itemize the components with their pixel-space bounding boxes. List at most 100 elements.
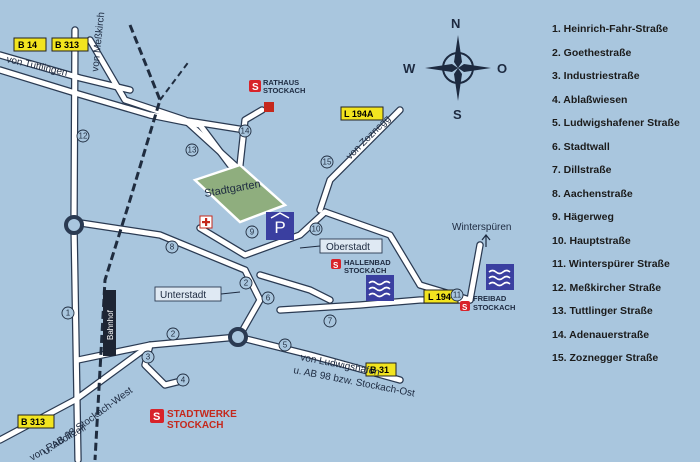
- rathaus-marker[interactable]: S RATHAUS STOCKACH: [249, 78, 305, 112]
- street-marker-15: 15: [320, 155, 334, 169]
- legend-item: 12. Meßkircher Straße: [552, 281, 662, 294]
- street-marker-12: 12: [76, 129, 90, 143]
- svg-text:7: 7: [328, 317, 333, 326]
- svg-text:Bahnhof: Bahnhof: [106, 309, 115, 340]
- svg-text:B 31: B 31: [370, 365, 389, 375]
- svg-text:HALLENBAD: HALLENBAD: [344, 258, 391, 267]
- route-badge-b313-bottom: B 313: [17, 414, 55, 429]
- svg-text:P: P: [274, 218, 285, 237]
- stockach-s-logo: [150, 409, 164, 423]
- hallenbad-marker[interactable]: S HALLENBAD STOCKACH: [331, 258, 394, 301]
- svg-text:9: 9: [250, 228, 255, 237]
- svg-text:S: S: [462, 303, 468, 312]
- svg-text:B 313: B 313: [21, 417, 45, 427]
- svg-text:15: 15: [323, 158, 332, 167]
- street-marker-11: 11: [450, 288, 464, 302]
- route-badge-l194a: L 194A: [340, 106, 384, 121]
- stockach-s-logo: [249, 80, 261, 92]
- route-badge-b313-top: B 313: [51, 37, 89, 52]
- svg-text:12: 12: [79, 132, 88, 141]
- legend-item: 7. Dillstraße: [552, 164, 612, 176]
- svg-text:STADTWERKE: STADTWERKE: [167, 409, 237, 420]
- svg-text:Unterstadt: Unterstadt: [160, 290, 206, 301]
- svg-text:FREIBAD: FREIBAD: [473, 294, 507, 303]
- road-network: [0, 26, 484, 462]
- legend-item: 1. Heinrich-Fahr-Straße: [552, 23, 669, 35]
- legend-item: 2. Goethestraße: [552, 46, 632, 59]
- svg-text:8: 8: [170, 243, 175, 252]
- street-marker-2a: 2: [239, 276, 253, 290]
- stadtgarten-park[interactable]: Stadtgarten: [192, 163, 288, 224]
- svg-text:L 194: L 194: [428, 292, 451, 302]
- railway: [93, 24, 191, 461]
- direction-winterspueren: Winterspüren: [452, 222, 511, 247]
- legend-item: 5. Ludwigshafener Straße: [552, 117, 680, 129]
- legend-item: 13. Tuttlinger Straße: [552, 305, 653, 317]
- legend-item: 11. Winterspürer Straße: [552, 258, 670, 270]
- svg-text:11: 11: [453, 291, 462, 300]
- direction-zoznegg: von Zoznegg: [344, 113, 393, 162]
- svg-text:5: 5: [283, 341, 288, 350]
- compass-rose: N W O S: [403, 16, 507, 122]
- route-badge-b31: B 31: [365, 362, 397, 377]
- legend-item: 14. Adenauerstraße: [552, 328, 650, 341]
- route-badge-b14: B 14: [13, 37, 47, 52]
- svg-text:L 194A: L 194A: [344, 109, 374, 119]
- compass-south: S: [453, 107, 462, 122]
- street-marker-2b: 2: [166, 327, 180, 341]
- parking-icon[interactable]: P: [266, 212, 294, 240]
- first-aid-icon: [199, 215, 213, 229]
- rathaus-label-line1: RATHAUS: [263, 78, 299, 87]
- svg-text:STOCKACH: STOCKACH: [167, 420, 223, 431]
- svg-text:STOCKACH: STOCKACH: [344, 266, 386, 275]
- legend-item: 4. Ablaßwiesen: [552, 93, 628, 106]
- street-markers: 1 2 2 3 4 5 6 7 8 9 10 11 12 13 14 15: [61, 124, 464, 387]
- roundabout-south: [228, 327, 248, 347]
- svg-text:STOCKACH: STOCKACH: [473, 303, 515, 312]
- compass-west: W: [403, 61, 416, 76]
- roundabout-west: [64, 215, 84, 235]
- svg-text:1: 1: [66, 309, 71, 318]
- legend-item: 9. Hägerweg: [552, 211, 614, 223]
- street-marker-14: 14: [238, 124, 252, 138]
- svg-text:10: 10: [312, 225, 321, 234]
- street-legend: 1. Heinrich-Fahr-Straße 2. Goethestraße …: [552, 21, 700, 374]
- svg-text:4: 4: [181, 376, 186, 385]
- street-marker-10: 10: [309, 222, 323, 236]
- street-marker-5: 5: [278, 338, 292, 352]
- legend-item: 10. Hauptstraße: [552, 234, 631, 247]
- bahnhof-marker[interactable]: Bahnhof: [103, 290, 116, 356]
- stadtwerke-marker[interactable]: S STADTWERKE STOCKACH: [150, 409, 237, 431]
- svg-text:B 14: B 14: [18, 40, 37, 50]
- svg-text:Winterspüren: Winterspüren: [452, 222, 511, 233]
- legend-item: 3. Industriestraße: [552, 70, 640, 82]
- street-marker-8: 8: [165, 240, 179, 254]
- street-marker-13: 13: [185, 143, 199, 157]
- legend-item: 6. Stadtwall: [552, 140, 610, 153]
- street-marker-3: 3: [141, 350, 155, 364]
- direction-stockach-west: u. AB 98 Stockach-West: [41, 385, 135, 457]
- svg-text:Oberstadt: Oberstadt: [326, 242, 370, 253]
- legend-item: 15. Zoznegger Straße: [552, 352, 659, 364]
- oberstadt-label[interactable]: Oberstadt: [299, 238, 383, 254]
- svg-text:14: 14: [241, 127, 250, 136]
- street-marker-9: 9: [245, 225, 259, 239]
- svg-text:S: S: [153, 411, 160, 423]
- rathaus-label-line2: STOCKACH: [263, 86, 305, 95]
- unterstadt-label[interactable]: Unterstadt: [154, 286, 241, 302]
- freibad-marker[interactable]: S FREIBAD STOCKACH: [460, 264, 515, 312]
- stockach-s-logo: [460, 301, 470, 311]
- rathaus-building-icon: [264, 102, 274, 112]
- svg-text:S: S: [252, 82, 259, 93]
- svg-text:3: 3: [146, 353, 151, 362]
- compass-east: O: [497, 61, 507, 76]
- street-marker-1: 1: [61, 306, 75, 320]
- svg-text:6: 6: [266, 294, 271, 303]
- street-marker-4: 4: [176, 373, 190, 387]
- street-marker-7: 7: [323, 314, 337, 328]
- svg-text:B 313: B 313: [55, 40, 79, 50]
- street-marker-6: 6: [261, 291, 275, 305]
- compass-north: N: [451, 16, 460, 31]
